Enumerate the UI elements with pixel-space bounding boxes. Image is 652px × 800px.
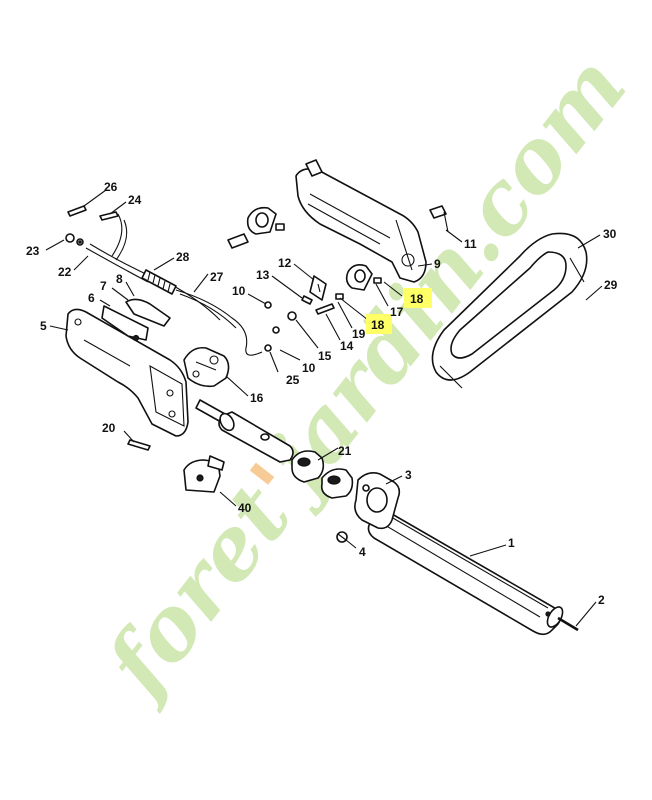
callout-10b: 10 <box>302 361 316 375</box>
clamp <box>354 472 401 530</box>
wire-connectors <box>67 205 128 261</box>
callout-4: 4 <box>359 545 366 559</box>
loop-handle <box>431 232 588 389</box>
highlight-18-a <box>404 288 432 308</box>
callout-23: 23 <box>26 244 40 258</box>
fasteners <box>264 295 335 352</box>
callout-11: 11 <box>464 237 477 251</box>
callout-30: 30 <box>603 227 617 241</box>
callouts: 1 2 3 4 5 6 7 8 9 10 10 11 12 13 14 15 1… <box>26 180 618 607</box>
callout-18a: 18 <box>410 292 424 306</box>
grommet-nut <box>65 233 84 246</box>
throttle-trigger <box>101 298 171 342</box>
callout-17: 17 <box>390 305 404 319</box>
callout-1: 1 <box>508 536 515 550</box>
handle-shell-left <box>65 308 189 437</box>
connecting-tube <box>195 399 294 463</box>
callout-27: 27 <box>210 270 224 284</box>
callout-5: 5 <box>40 319 47 333</box>
callout-20: 20 <box>102 421 116 435</box>
upper-clamps <box>227 206 382 300</box>
callout-16: 16 <box>250 391 264 405</box>
callout-40: 40 <box>238 501 252 515</box>
callout-24: 24 <box>128 193 142 207</box>
callout-9: 9 <box>434 257 441 271</box>
callout-7: 7 <box>100 279 107 293</box>
screw-20 <box>127 439 151 451</box>
callout-29: 29 <box>604 278 618 292</box>
highlight-18-b <box>366 314 392 334</box>
sleeves <box>291 450 354 499</box>
callout-19: 19 <box>352 327 366 341</box>
handle-shell-right <box>183 346 230 388</box>
callout-25: 25 <box>286 373 300 387</box>
callout-8: 8 <box>116 272 123 286</box>
wire-harness <box>85 243 263 356</box>
leader-lines <box>45 189 603 627</box>
drive-tube <box>367 510 579 636</box>
callout-12: 12 <box>278 256 292 270</box>
callout-2: 2 <box>598 593 605 607</box>
upper-housing <box>295 159 427 283</box>
bracket-40 <box>183 455 225 493</box>
callout-22: 22 <box>58 265 72 279</box>
callout-13: 13 <box>256 268 270 282</box>
callout-3: 3 <box>405 468 412 482</box>
screw-4 <box>336 531 348 543</box>
callout-26: 26 <box>104 180 118 194</box>
callout-10a: 10 <box>232 284 246 298</box>
callout-6: 6 <box>88 291 95 305</box>
callout-14: 14 <box>340 339 354 353</box>
callout-28: 28 <box>176 250 190 264</box>
callout-15: 15 <box>318 349 332 363</box>
callout-21: 21 <box>338 444 352 458</box>
watermark-main: foret <box>83 466 310 717</box>
bracket-12 <box>309 275 327 301</box>
callout-18b: 18 <box>371 318 385 332</box>
screw-11 <box>429 205 449 233</box>
